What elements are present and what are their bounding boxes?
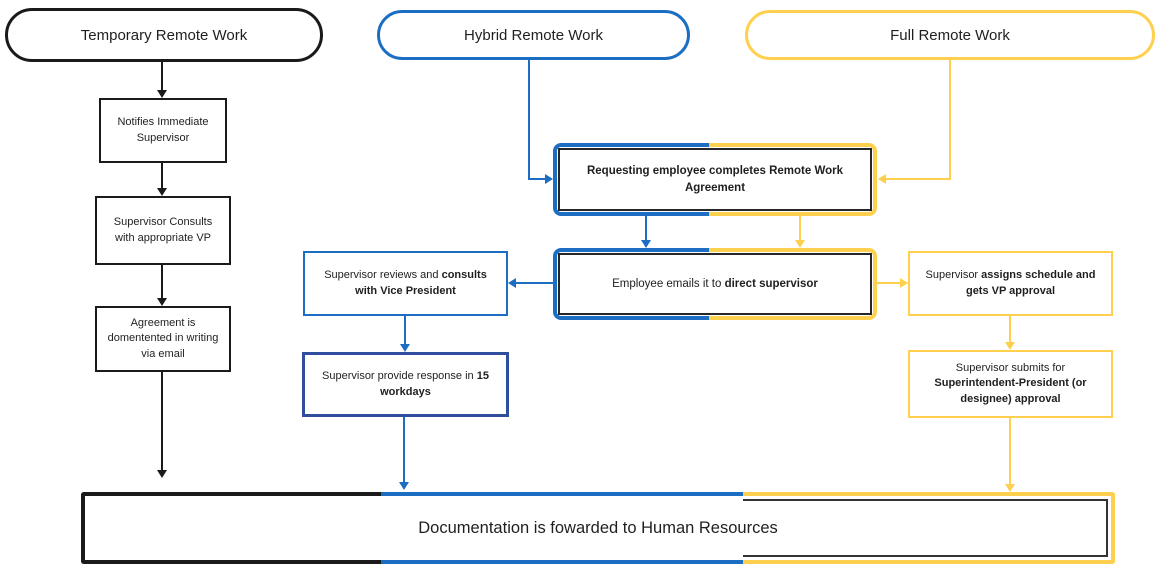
node-label-bold: assigns schedule and gets VP approval [965, 269, 1096, 297]
node-label: Supervisor provide response in 15 workda… [315, 369, 496, 400]
node-label: Notifies Immediate Supervisor [117, 116, 209, 144]
flow-node-documentation-to-hr: Documentation is fowarded to Human Resou… [81, 492, 1115, 564]
bottom-border-black-segment [81, 492, 381, 564]
connector-submits-to-documentation-line [1009, 418, 1011, 485]
dual-border-blue [553, 248, 709, 320]
flow-node-supervisor-response-15-workdays: Supervisor provide response in 15 workda… [302, 352, 509, 417]
node-label-bold: 15 workdays [380, 370, 489, 398]
arrowhead-down [157, 188, 167, 196]
connector-full-to-requesting-vline [949, 60, 951, 180]
arrowhead-down [400, 344, 410, 352]
node-label: Agreement is domentented in writing via … [107, 316, 219, 360]
flow-node-notifies-supervisor: Notifies Immediate Supervisor [99, 98, 227, 163]
arrowhead-right [900, 278, 908, 288]
node-label-box: Requesting employee completes Remote Wor… [558, 148, 872, 211]
node-label: Employee emails it to direct supervisor [612, 276, 818, 292]
node-label-bold: direct supervisor [724, 277, 818, 290]
bottom-border-yellow-segment [742, 492, 1115, 564]
flow-node-agreement-documented: Agreement is domentented in writing via … [95, 306, 231, 372]
node-label-box: Employee emails it to direct supervisor [558, 253, 872, 315]
connector-requesting-to-emails-blue-line [645, 216, 647, 242]
node-label-box: Documentation is fowarded to Human Resou… [81, 492, 1115, 564]
arrowhead-left [508, 278, 516, 288]
arrowhead-down [157, 298, 167, 306]
bottom-border-blue-segment [380, 492, 743, 564]
dual-border-yellow [708, 248, 877, 320]
connector-response-to-documentation-line [403, 417, 405, 483]
node-label-regular: Supervisor submits for [955, 361, 1066, 374]
connector-agreement-to-documentation-line [161, 372, 163, 471]
connector-full-to-requesting-hline [886, 178, 951, 180]
arrowhead-down [1005, 484, 1015, 492]
lane-header-label: Full Remote Work [890, 26, 1010, 44]
node-label: Supervisor submits for Superintendent-Pr… [920, 361, 1101, 407]
node-label-regular: Supervisor provide response in [322, 370, 477, 383]
node-label: Supervisor Consults with appropriate VP [113, 216, 213, 244]
arrowhead-down [795, 240, 805, 248]
flow-node-requesting-employee-agreement: Requesting employee completes Remote Wor… [553, 143, 877, 216]
node-label-regular: Supervisor reviews and [324, 269, 442, 282]
node-label-regular: Employee emails it to [612, 277, 725, 290]
connector-emails-to-reviews-line [516, 282, 553, 284]
connector-emails-to-assigns-line [877, 282, 901, 284]
lane-header-full-remote-work: Full Remote Work [745, 10, 1155, 60]
flow-node-supervisor-consults-vp: Supervisor Consults with appropriate VP [95, 196, 231, 265]
connector-consults-to-agreement-line [161, 265, 163, 299]
dual-border-blue [553, 143, 709, 216]
flow-node-employee-emails-supervisor: Employee emails it to direct supervisor [553, 248, 877, 320]
flow-node-supervisor-assigns-schedule: Supervisor assigns schedule and gets VP … [908, 251, 1113, 316]
node-label-bold: consults with Vice President [355, 269, 487, 297]
arrowhead-down [399, 482, 409, 490]
connector-notifies-to-consults-line [161, 163, 163, 189]
lane-header-label: Temporary Remote Work [80, 26, 248, 44]
arrowhead-down [157, 90, 167, 98]
lane-header-label: Hybrid Remote Work [464, 26, 603, 44]
lane-header-temporary-remote-work: Temporary Remote Work [5, 8, 323, 62]
bottom-inner-border [742, 499, 1108, 557]
connector-assigns-to-submits-line [1009, 316, 1011, 343]
arrowhead-down [1005, 342, 1015, 350]
arrowhead-right [545, 174, 553, 184]
node-label: Requesting employee completes Remote Wor… [586, 165, 844, 194]
dual-border-yellow [708, 143, 877, 216]
connector-hybrid-to-requesting-vline [528, 60, 530, 180]
node-label: Documentation is fowarded to Human Resou… [418, 518, 778, 537]
node-label-bold: Superintendent-President (or designee) a… [934, 377, 1087, 405]
node-label-regular: Supervisor [925, 269, 982, 282]
arrowhead-down [641, 240, 651, 248]
lane-header-hybrid-remote-work: Hybrid Remote Work [377, 10, 690, 60]
node-label: Supervisor reviews and consults with Vic… [315, 268, 496, 299]
flow-node-supervisor-submits-president-approval: Supervisor submits for Superintendent-Pr… [908, 350, 1113, 418]
arrowhead-left [878, 174, 886, 184]
connector-reviews-to-response-line [404, 316, 406, 346]
connector-temporary-to-notifies-line [161, 62, 163, 91]
connector-requesting-to-emails-yellow-line [799, 216, 801, 242]
flow-node-supervisor-reviews: Supervisor reviews and consults with Vic… [303, 251, 508, 316]
arrowhead-down [157, 470, 167, 478]
connector-hybrid-to-requesting-hline [528, 178, 545, 180]
node-label: Supervisor assigns schedule and gets VP … [920, 268, 1101, 299]
